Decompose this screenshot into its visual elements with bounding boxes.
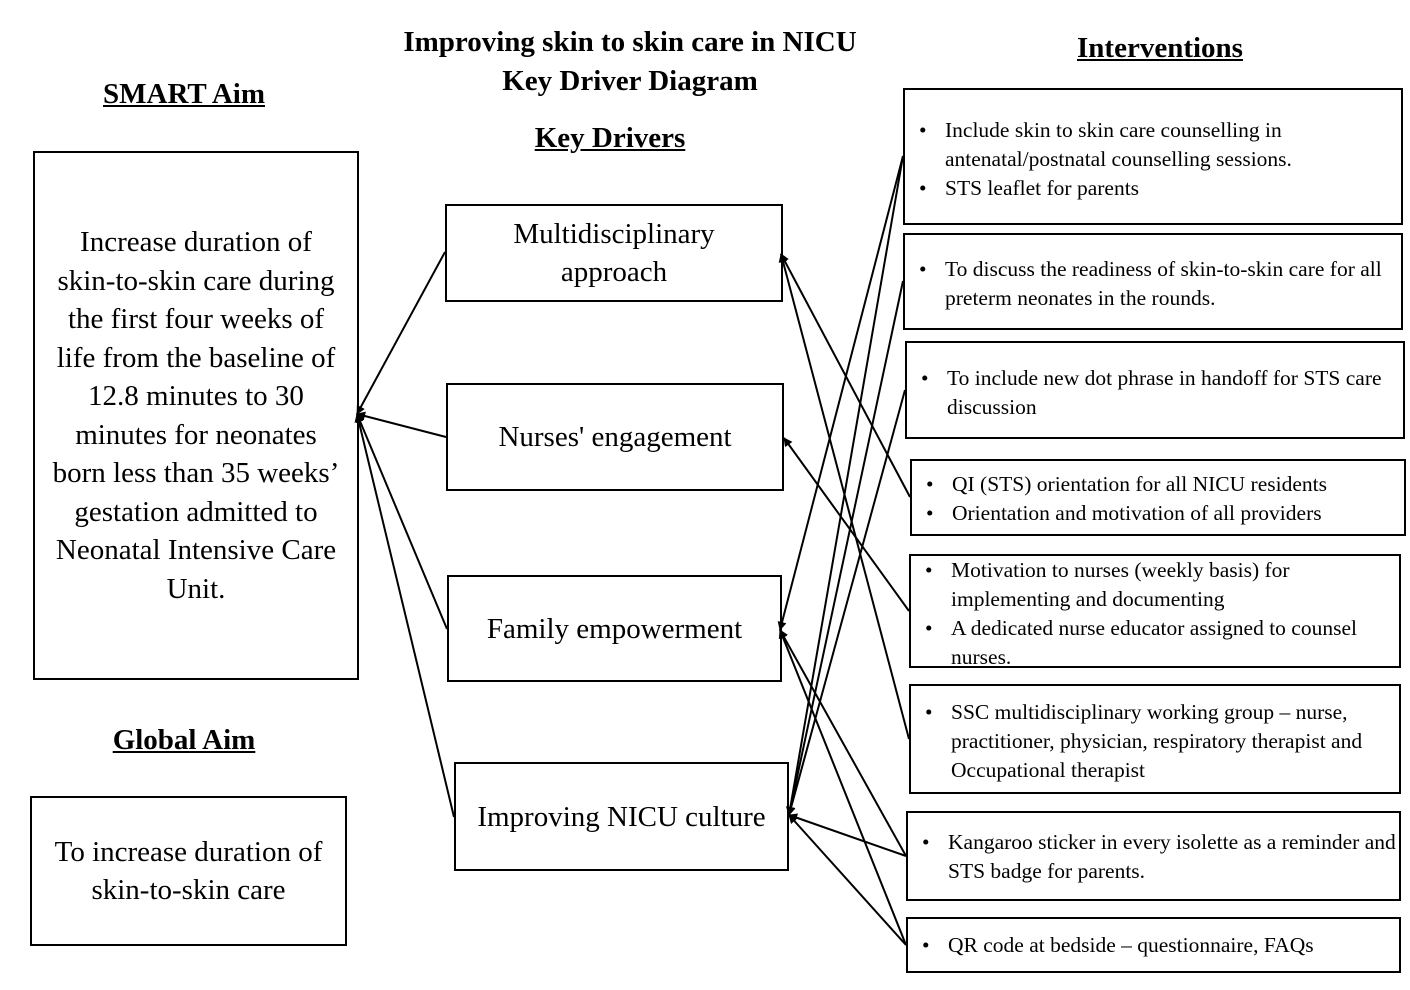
intervention-bullet: SSC multidisciplinary working group – nu… — [911, 698, 1399, 785]
diagram-title: Improving skin to skin care in NICU Key … — [330, 23, 930, 101]
intervention-readiness-rounds: To discuss the readiness of skin-to-skin… — [903, 233, 1403, 330]
arrow-intervention-to-driver — [788, 814, 907, 946]
interventions-heading: Interventions — [1077, 32, 1243, 64]
driver-nurses-engagement: Nurses' engagement — [446, 383, 784, 491]
arrow-intervention-to-driver — [786, 389, 906, 816]
intervention-bullet: Include skin to skin care counselling in… — [905, 116, 1401, 174]
arrow-driver-to-aim — [354, 413, 455, 818]
global-aim-heading: Global Aim — [112, 724, 256, 756]
smart-aim-text: Increase duration of skin-to-skin care d… — [52, 226, 340, 605]
intervention-bullet: To include new dot phrase in handoff for… — [907, 364, 1403, 422]
intervention-bullet: Orientation and motivation of all provid… — [912, 499, 1404, 528]
driver-label: Multidisciplinary approach — [513, 218, 715, 288]
intervention-counselling: Include skin to skin care counselling in… — [903, 88, 1403, 225]
driver-label: Nurses' engagement — [498, 421, 732, 453]
smart-aim-heading: SMART Aim — [103, 78, 265, 110]
arrow-intervention-to-driver — [783, 437, 910, 612]
global-aim-box: To increase duration of skin-to-skin car… — [30, 796, 347, 946]
driver-improving-nicu-culture: Improving NICU culture — [454, 762, 789, 871]
intervention-working-group: SSC multidisciplinary working group – nu… — [909, 684, 1401, 794]
intervention-kangaroo-sticker: Kangaroo sticker in every isolette as a … — [906, 811, 1401, 901]
intervention-nurse-motivation: Motivation to nurses (weekly basis) for … — [909, 554, 1401, 669]
arrow-intervention-to-driver — [785, 155, 904, 816]
diagram-title-line-1: Improving skin to skin care in NICU — [403, 26, 857, 58]
intervention-qr-code: QR code at bedside – questionnaire, FAQs — [906, 917, 1401, 973]
smart-aim-box: Increase duration of skin-to-skin care d… — [33, 151, 359, 680]
arrow-intervention-to-driver — [778, 253, 910, 740]
arrow-intervention-to-driver — [780, 253, 911, 498]
arrow-intervention-to-driver — [788, 813, 907, 857]
driver-label: Family empowerment — [486, 612, 743, 645]
global-aim-text: To increase duration of skin-to-skin car… — [54, 836, 323, 906]
arrow-intervention-to-driver — [779, 629, 907, 857]
intervention-bullet: A dedicated nurse educator assigned to c… — [911, 614, 1399, 672]
arrow-intervention-to-driver — [778, 629, 907, 946]
key-drivers-heading: Key Drivers — [534, 122, 686, 154]
arrow-driver-to-aim — [355, 413, 448, 630]
arrow-intervention-to-driver — [786, 280, 904, 816]
intervention-handoff-phrase: To include new dot phrase in handoff for… — [905, 341, 1405, 439]
driver-label: Improving NICU culture — [477, 800, 766, 833]
driver-multidisciplinary-approach: Multidisciplinary approach — [445, 204, 783, 302]
intervention-bullet: To discuss the readiness of skin-to-skin… — [905, 255, 1401, 313]
arrow-driver-to-aim — [356, 411, 447, 438]
intervention-bullet: Motivation to nurses (weekly basis) for … — [911, 556, 1399, 614]
diagram-title-line-2: Key Driver Diagram — [502, 65, 758, 97]
arrow-driver-to-aim — [356, 251, 446, 415]
driver-family-empowerment: Family empowerment — [447, 575, 782, 682]
arrow-intervention-to-driver — [777, 155, 904, 631]
intervention-bullet: Kangaroo sticker in every isolette as a … — [908, 828, 1399, 886]
intervention-bullet: STS leaflet for parents — [905, 174, 1401, 203]
intervention-orientation: QI (STS) orientation for all NICU reside… — [910, 459, 1406, 536]
intervention-bullet: QI (STS) orientation for all NICU reside… — [912, 470, 1404, 499]
intervention-bullet: QR code at bedside – questionnaire, FAQs — [908, 931, 1399, 960]
